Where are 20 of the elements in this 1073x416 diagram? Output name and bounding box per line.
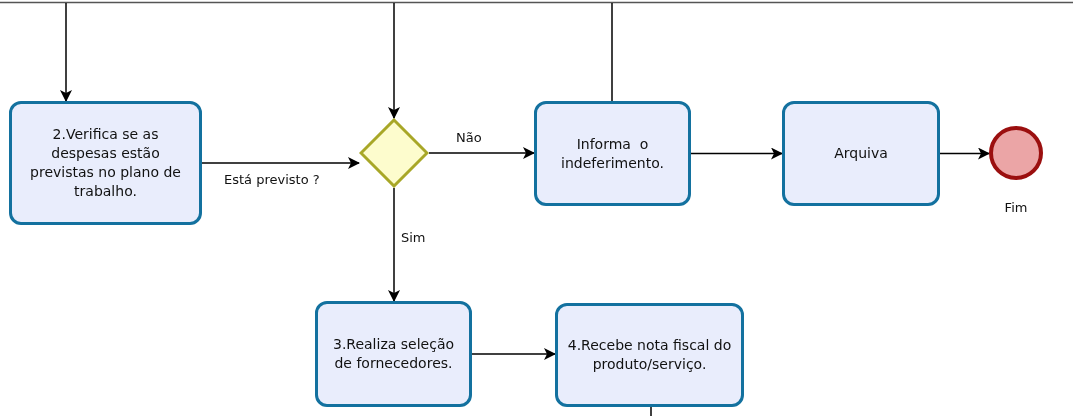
arrow [388,2,400,119]
arrow [471,348,556,360]
arrow [388,187,400,302]
task-text: Arquiva [834,144,888,163]
task-text: 3.Realiza seleção de fornecedores. [331,335,456,373]
arrow [690,147,783,160]
arrow [201,157,360,169]
node-caption: Fim [1004,199,1028,217]
task-text: 4.Recebe nota fiscal do produto/serviço. [566,336,733,374]
task-text: 2.Verifica se as despesas estão previstas no plano de trabalho. [29,125,182,201]
arrow [939,147,990,160]
task-text: Informa o indeferimento. [560,134,665,173]
task-box [9,101,202,225]
arrow [60,2,72,102]
task-box [534,101,691,206]
task-box [555,303,744,407]
decision-diamond [359,118,429,188]
task-box [315,301,472,407]
arrow [428,147,535,159]
task-box [782,101,940,206]
